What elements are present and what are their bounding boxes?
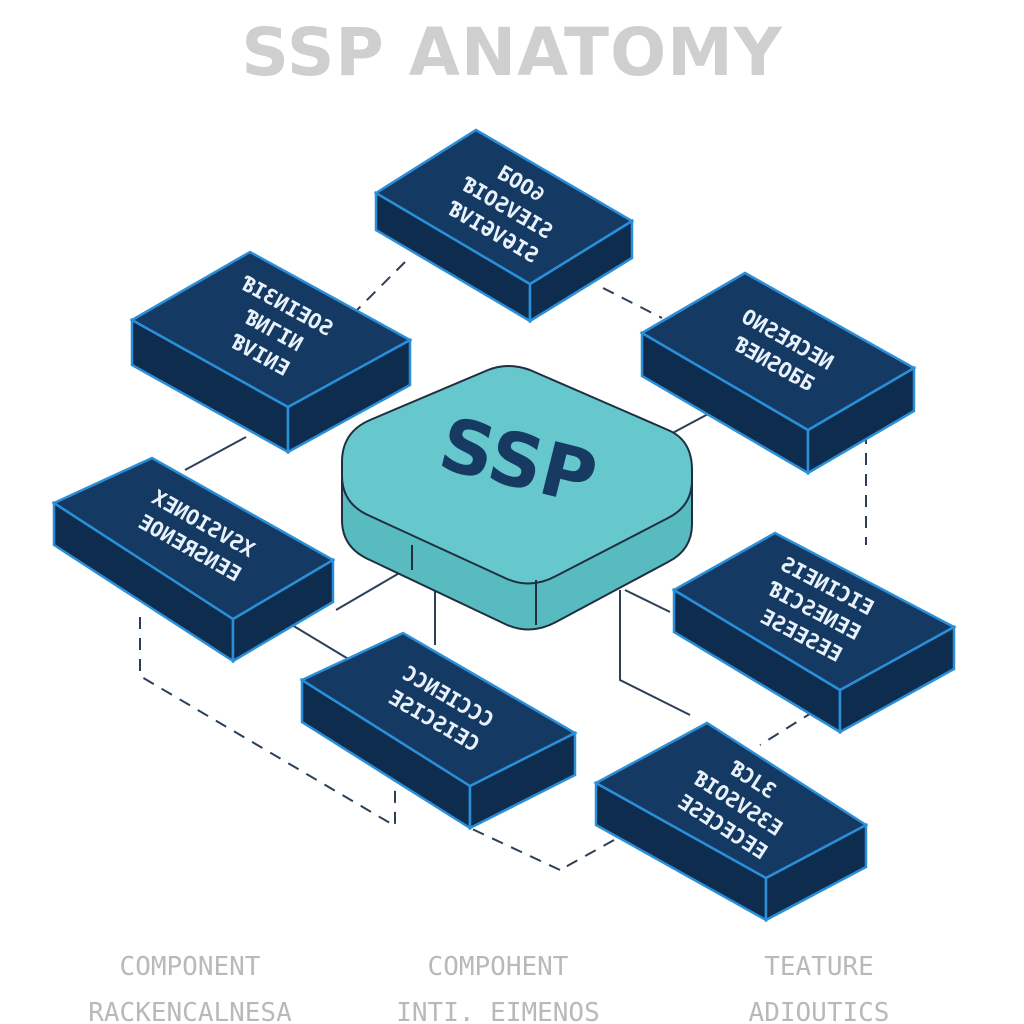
footer-caption-line1: TEATURE [764,952,874,982]
solid-connector [619,590,691,716]
dashed-connector [356,261,406,311]
solid-connector [624,589,671,613]
hub-block: SSP [341,365,693,631]
solid-connector [184,436,247,471]
solid-connector [335,567,409,611]
page-title: SSP ANATOMY [241,14,783,91]
dashed-connector [469,827,561,871]
footer-caption-1: COMPONENT RACKENCALNESA [70,952,310,1024]
module-top [299,631,578,788]
dashed-connector [559,839,615,871]
footer-caption-line1: COMPOHENT [427,952,569,982]
footer-caption-line1: COMPONENT [119,952,261,982]
hub-top [341,365,693,585]
dashed-connector [139,617,396,828]
dashed-connector [759,699,833,746]
module-top [51,456,336,621]
module-top [671,531,957,692]
dashed-connectors [139,261,867,871]
dashed-connector [602,287,663,319]
footer-caption-3: TEATURE ADIOUTICS [724,952,914,1024]
footer-caption-2: COMPOHENT INTI. EIMENOS [392,952,604,1024]
footer-caption-line2: INTI. EIMENOS [396,998,600,1024]
solid-connector [291,624,351,661]
footer-caption-line2: RACKENCALNESA [88,998,292,1024]
module-top [639,271,917,432]
module-top [373,128,635,286]
footer-caption-line2: ADIOUTICS [748,998,890,1024]
module-top [129,250,413,409]
module-top [593,721,869,880]
